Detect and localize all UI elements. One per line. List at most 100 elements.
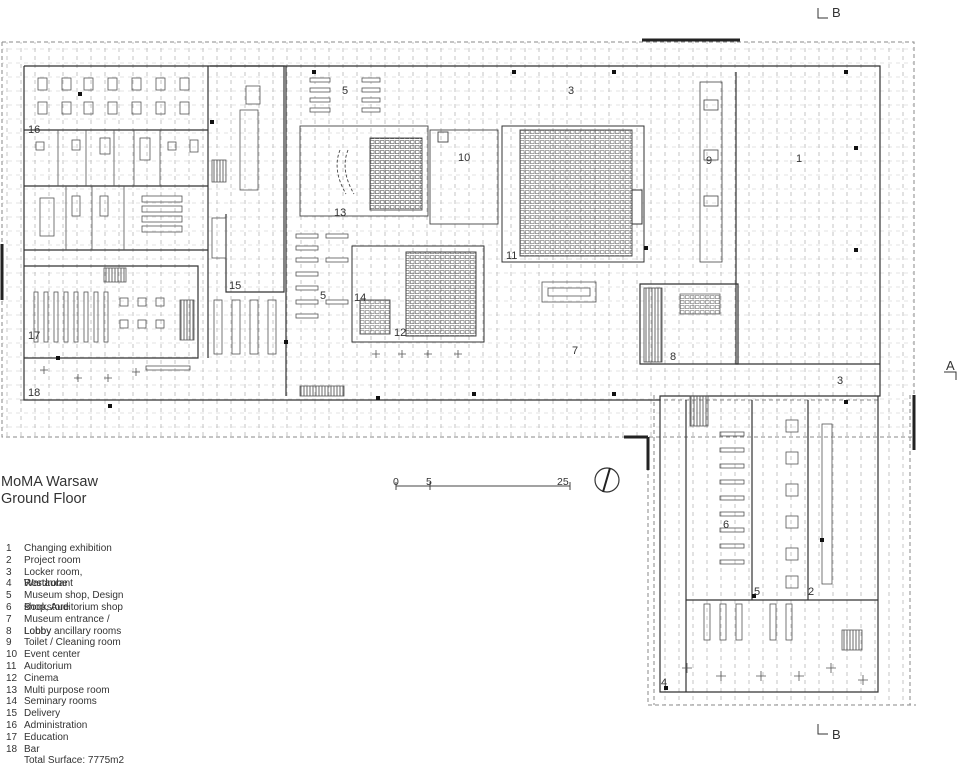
legend-item: 11 Auditorium xyxy=(6,661,124,673)
room-label-2: 2 xyxy=(808,586,815,598)
room-label-9: 9 xyxy=(706,155,713,167)
legend-item: 1 Changing exhibition xyxy=(6,543,124,555)
auditorium xyxy=(501,125,645,263)
room-label-1: 1 xyxy=(796,153,803,165)
legend-label: Administration xyxy=(24,719,88,731)
legend-item: 14 Seminary rooms xyxy=(6,696,124,708)
delivery-area xyxy=(211,85,277,355)
scale-label-25: 25 xyxy=(557,476,569,488)
plan-subtitle: Ground Floor xyxy=(1,491,87,507)
legend-item: 6 Bookstore xyxy=(6,602,124,614)
legend-label: Cinema xyxy=(24,672,59,684)
bar-furniture xyxy=(40,365,191,382)
legend-item: 16 Administration xyxy=(6,720,124,732)
cinema xyxy=(351,245,485,343)
legend-item: 8 Lobby ancillary rooms xyxy=(6,626,124,638)
room-label-6: 6 xyxy=(723,519,730,531)
lobby-furniture xyxy=(372,281,597,358)
scale-label-0: 0 xyxy=(393,476,399,488)
section-markers xyxy=(817,8,957,735)
legend-item: 15 Delivery xyxy=(6,708,124,720)
restaurant xyxy=(682,663,868,685)
room-label-7: 7 xyxy=(572,345,579,357)
legend-number: 6 xyxy=(6,601,12,613)
structural-grid xyxy=(2,42,916,705)
legend-number: 11 xyxy=(6,660,17,672)
legend-number: 2 xyxy=(6,554,12,566)
legend-label: Bookstore xyxy=(24,601,70,613)
event-center xyxy=(429,129,499,225)
room-label-8: 8 xyxy=(670,351,677,363)
legend-item: 18 Bar xyxy=(6,744,124,756)
scale-label-5: 5 xyxy=(426,476,432,488)
administration-furniture xyxy=(35,77,199,250)
columns xyxy=(56,70,858,690)
legend-label: Project room xyxy=(24,554,81,566)
legend-label: Museum shop, Design shop, Auditorium sho… xyxy=(24,590,124,613)
room-label-5a: 5 xyxy=(342,85,349,97)
legend-label: Seminary rooms xyxy=(24,696,97,708)
legend-item: 3 Locker room, Wardrobe xyxy=(6,566,124,590)
legend: 1 Changing exhibition 2 Project room 3 Lock… xyxy=(6,543,124,767)
room-label-12: 12 xyxy=(394,327,407,339)
legend-number: 13 xyxy=(6,684,18,696)
room-label-15: 15 xyxy=(229,280,242,292)
total-surface: Total Surface: 7775m2 xyxy=(24,755,125,767)
legend-label: Multi purpose room xyxy=(24,684,110,696)
education-furniture xyxy=(33,267,195,343)
section-mark-b-bottom: B xyxy=(832,727,841,742)
legend-label: Toilet / Cleaning room xyxy=(24,637,121,649)
room-label-5c: 5 xyxy=(754,586,761,598)
legend-item: 17 Education xyxy=(6,732,124,744)
legend-label: Education xyxy=(24,731,69,743)
legend-label: Lobby ancillary rooms xyxy=(24,625,122,637)
section-mark-b-top: B xyxy=(832,5,841,20)
legend-number: 9 xyxy=(6,637,12,649)
legend-label: Locker room, Wardrobe xyxy=(24,566,83,590)
legend-number: 10 xyxy=(6,649,18,661)
legend-label: Auditorium xyxy=(24,660,72,672)
room-label-16: 16 xyxy=(28,124,41,136)
legend-label: Delivery xyxy=(24,708,61,720)
room-label-13: 13 xyxy=(334,207,347,219)
legend-number: 1 xyxy=(6,543,12,554)
toilets xyxy=(699,81,723,263)
legend-item: 4 Restaurant xyxy=(6,578,124,590)
legend-number: 17 xyxy=(6,731,18,743)
room-label-10: 10 xyxy=(458,152,471,164)
legend-number: 15 xyxy=(6,708,18,720)
room-label-14: 14 xyxy=(354,292,367,304)
room-label-3b: 3 xyxy=(837,375,844,387)
legend-label: Changing exhibition xyxy=(24,543,112,554)
room-label-3a: 3 xyxy=(568,85,575,97)
legend-item: 9 Toilet / Cleaning room xyxy=(6,637,124,649)
legend-number: 16 xyxy=(6,719,18,731)
legend-label: Restaurant xyxy=(24,578,73,590)
facade-marks xyxy=(0,38,916,470)
room-label-4: 4 xyxy=(661,677,668,689)
legend-number: 18 xyxy=(6,743,18,755)
bookstore xyxy=(689,395,863,651)
legend-item: 5 Museum shop, Design shop, Auditorium sh… xyxy=(6,590,124,613)
room-label-17: 17 xyxy=(28,330,41,342)
legend-label: Bar xyxy=(24,743,40,755)
shop-shelves xyxy=(295,77,381,397)
north-arrow-icon xyxy=(594,467,620,493)
room-label-11: 11 xyxy=(506,250,518,262)
legend-number: 8 xyxy=(6,625,12,637)
legend-item: 2 Project room xyxy=(6,555,124,567)
legend-number: 4 xyxy=(6,578,12,590)
lobby-ancillary xyxy=(643,287,721,363)
multi-purpose-room xyxy=(299,125,429,217)
legend-number: 7 xyxy=(6,613,12,625)
legend-number: 3 xyxy=(6,566,12,578)
scale-bar xyxy=(395,482,571,490)
legend-number: 14 xyxy=(6,696,18,708)
plan-title: MoMA Warsaw xyxy=(1,474,98,490)
legend-number: 5 xyxy=(6,590,12,602)
section-mark-a: A xyxy=(946,358,955,373)
